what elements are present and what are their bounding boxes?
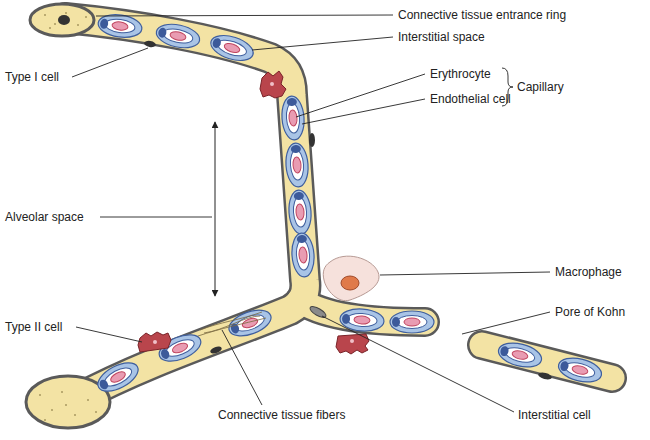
leader-lines [72, 15, 550, 412]
cell-label: Type II cell [5, 319, 62, 335]
pore-label: Pore of Kohn [555, 304, 625, 320]
interstitial-label: Interstitial space [398, 29, 485, 45]
macrophage-label: Macrophage [555, 264, 622, 280]
cell-label: Interstitial cell [518, 407, 591, 423]
ring-label: Connective tissue entrance ring [398, 7, 566, 23]
erythrocyte-label: Erythrocyte [430, 66, 491, 82]
endothelial-label: Endothelial cell [430, 91, 511, 107]
capillary-label: Capillary [517, 79, 564, 95]
space-label: Alveolar space [5, 209, 84, 225]
fiber-label: Connective tissue fibers [218, 407, 345, 423]
cell-label: Type I cell [5, 69, 59, 85]
